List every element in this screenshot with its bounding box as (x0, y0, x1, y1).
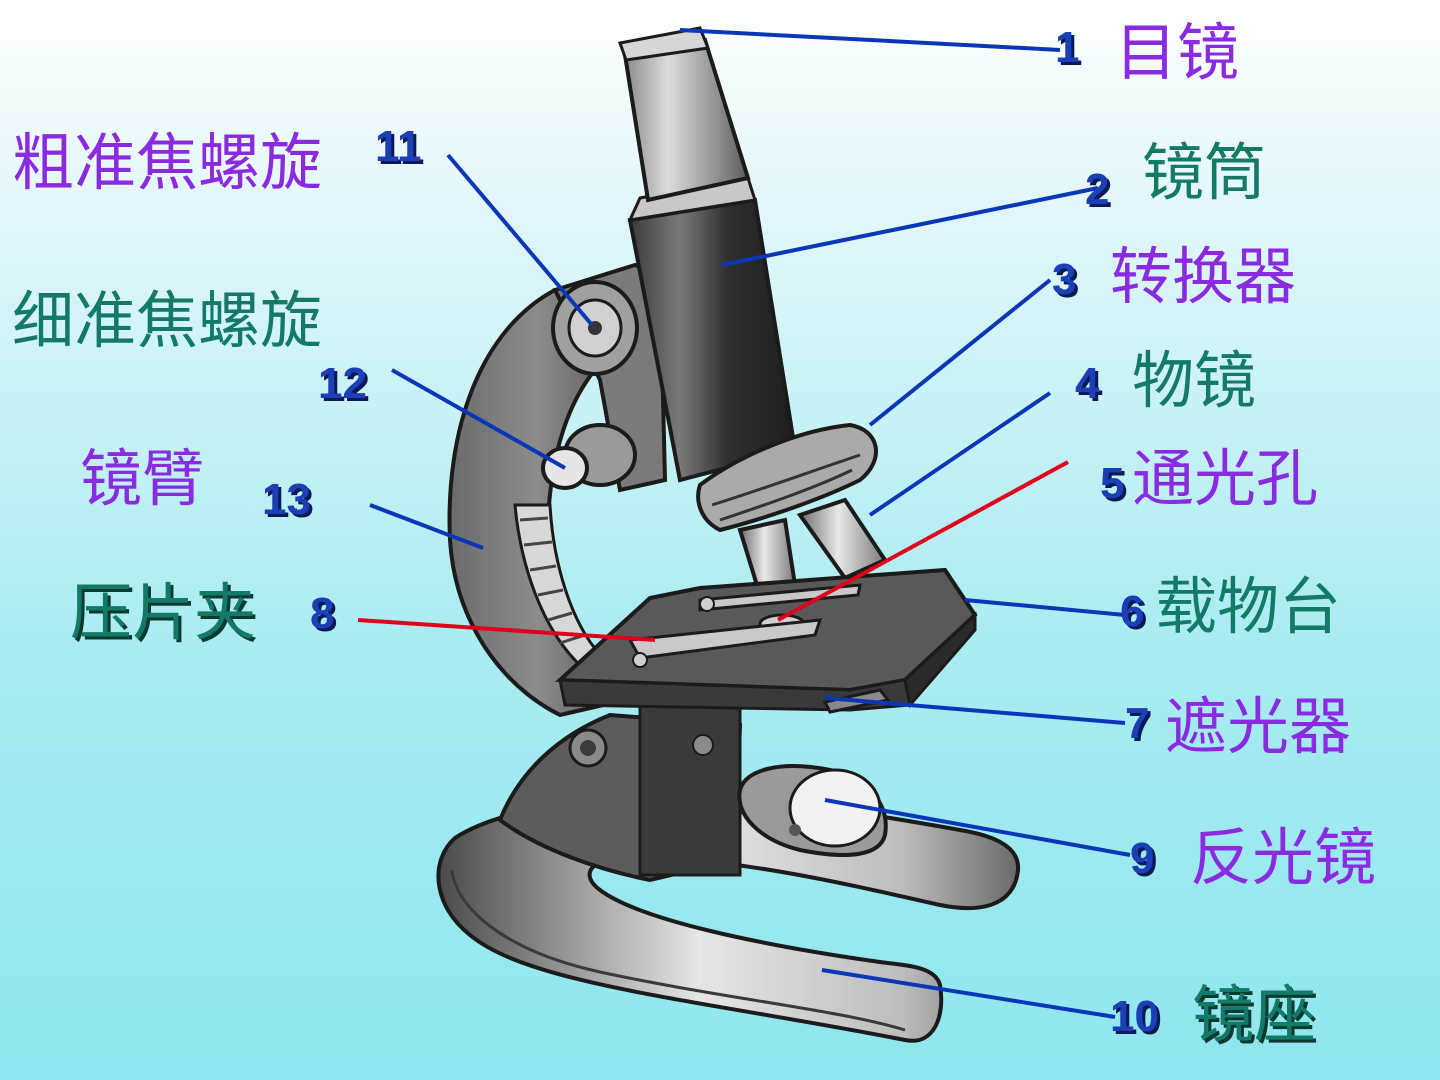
part-number-13: 13 (262, 478, 311, 522)
part-label-4: 物镜 (1132, 350, 1256, 412)
part-number-8: 8 (310, 592, 334, 636)
part-label-1: 目镜 (1115, 22, 1239, 84)
part-number-10: 10 (1110, 995, 1159, 1039)
part-label-11: 粗准焦螺旋 (12, 132, 322, 194)
leader-line-4 (870, 393, 1050, 515)
part-label-8: 压片夹 (70, 582, 256, 644)
part-number-1: 1 (1055, 26, 1079, 70)
part-number-2: 2 (1085, 168, 1109, 212)
part-label-7: 遮光器 (1165, 696, 1351, 758)
part-label-2: 镜筒 (1142, 142, 1266, 204)
leader-line-2 (722, 188, 1098, 265)
part-number-5: 5 (1100, 462, 1124, 506)
part-number-11: 11 (375, 125, 422, 169)
part-label-9: 反光镜 (1190, 827, 1376, 889)
leader-line-1 (680, 30, 1060, 50)
stage-part (560, 570, 975, 712)
part-label-10: 镜座 (1192, 984, 1316, 1046)
part-number-7: 7 (1125, 702, 1149, 746)
part-label-12: 细准焦螺旋 (12, 290, 322, 352)
part-number-3: 3 (1052, 258, 1076, 302)
part-number-9: 9 (1130, 837, 1154, 881)
part-number-12: 12 (318, 362, 367, 406)
part-number-4: 4 (1075, 362, 1099, 406)
part-number-6: 6 (1120, 590, 1144, 634)
leader-line-6 (965, 600, 1125, 615)
part-label-13: 镜臂 (80, 448, 204, 510)
leader-line-3 (870, 280, 1050, 425)
leader-line-11 (448, 155, 592, 325)
eyepiece-part (620, 28, 748, 200)
part-label-6: 载物台 (1155, 576, 1341, 638)
leader-line-7 (825, 698, 1125, 723)
part-label-5: 通光孔 (1132, 448, 1318, 510)
part-label-3: 转换器 (1110, 246, 1296, 308)
